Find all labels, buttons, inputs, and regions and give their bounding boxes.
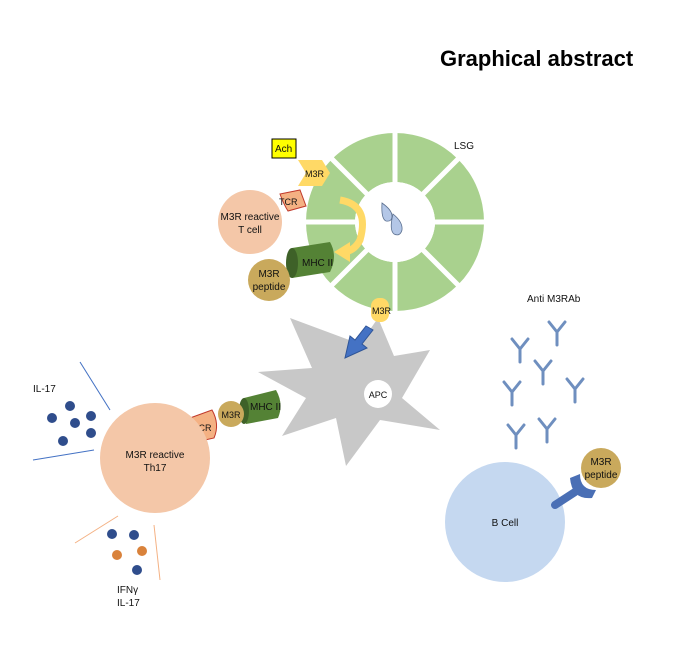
il17-top-label: IL-17 [33,384,56,395]
antibodies [502,320,585,450]
ach-label: Ach [275,144,292,155]
secretion-line [74,515,119,544]
tcr-top-label: TCR [279,197,298,207]
tcr-mid-label: TCR [193,423,212,433]
antibody-icon [533,359,553,386]
antibody-icon [565,377,585,404]
peptide-b-label-2: peptide [585,470,618,481]
m3r-reactive-th17-cell: M3R reactive Th17 [100,403,210,513]
antibody-icon [510,337,530,364]
mhc-ii-top: MHC II [286,242,334,278]
m3r-top-label: M3R [305,169,325,179]
tcell-label-2: T cell [238,225,262,236]
lsg-label: LSG [454,141,474,152]
apc-cell: APC [258,318,440,466]
antibody-icon [506,423,526,450]
antibody-icon [547,320,567,347]
apc-label: APC [369,390,388,400]
ifng-label: IFNγ [117,585,138,596]
m3r-mid-label: M3R [221,410,241,420]
mhc-top-label: MHC II [302,258,333,269]
m3r-receptor-top: M3R [298,160,330,186]
m3r-peptide-top: M3R peptide [248,259,290,301]
saliva-droplet [381,202,393,222]
cytokine-dots-bottom [107,529,147,575]
b-cell-label: B Cell [492,518,519,529]
saliva-droplet [390,213,403,236]
il17-dots-top [47,401,96,446]
il17-bottom-label: IL-17 [117,598,140,609]
m3r-peptide-mid: M3R [218,401,244,427]
m3r-receptor-lsg-bottom: M3R [371,298,392,322]
th17-label-2: Th17 [144,463,167,474]
page-title: Graphical abstract [440,46,634,71]
tcr-top: TCR [279,189,307,212]
peptide-top-label-1: M3R [258,269,279,280]
b-cell-receptor [551,474,596,509]
ach-box: Ach [271,138,297,159]
m3r-reactive-t-cell: M3R reactive T cell [218,190,282,254]
m3r-peptide-bcell: M3R peptide [581,448,621,488]
anti-m3rab-label: Anti M3RAb [527,294,581,305]
secretion-line [153,524,161,581]
secretion-line [32,449,95,461]
internalization-arrow [334,196,366,262]
uptake-arrow [344,325,374,359]
mhc-mid-label: MHC II [250,402,281,413]
m3r-lsg-bottom-label: M3R [372,306,392,316]
mhc-ii-mid: MHC II [239,390,281,424]
b-cell: B Cell [445,462,565,582]
tcell-label-1: M3R reactive [221,212,280,223]
lsg-gland [301,128,489,316]
antibody-icon [502,380,522,407]
peptide-top-label-2: peptide [253,282,286,293]
th17-label-1: M3R reactive [126,450,185,461]
secretion-line [79,361,111,411]
peptide-b-label-1: M3R [590,457,611,468]
antibody-icon [537,417,557,444]
